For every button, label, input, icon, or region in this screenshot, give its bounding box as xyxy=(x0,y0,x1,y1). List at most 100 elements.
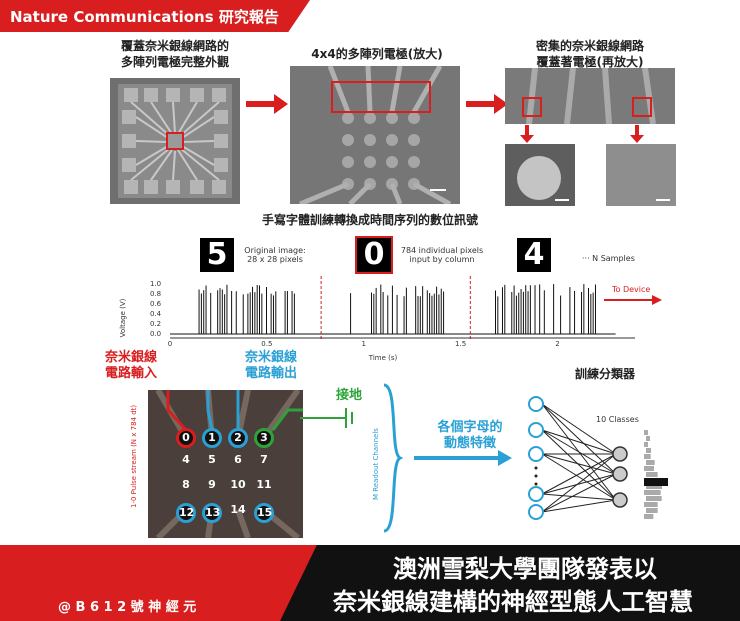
y-tick-label: 1.0 xyxy=(150,280,161,288)
x-tick-label: 1 xyxy=(362,340,366,348)
connection xyxy=(541,429,617,455)
arrow-right-icon xyxy=(246,94,288,114)
connection xyxy=(541,403,617,455)
4x4-electrode-image xyxy=(290,66,460,204)
readout-axis-label: M Readout Channels xyxy=(372,428,380,500)
classifier-title: 訓練分類器 xyxy=(574,367,635,381)
output-bar xyxy=(644,502,658,507)
input-label: 奈米銀線 電路輸入 xyxy=(104,350,157,381)
header-banner: Nature Communications 研究報告 xyxy=(0,0,310,32)
note-n-samples: ··· N Samples xyxy=(582,254,635,263)
note-pixels-by-column: 784 individual pixels input by column xyxy=(400,246,484,264)
electrode-5: 5 xyxy=(208,453,216,466)
output-bar xyxy=(646,496,662,501)
y-tick-label: 0.6 xyxy=(150,300,162,308)
electrode-9: 9 xyxy=(208,478,216,491)
arrow-down-icon xyxy=(520,125,534,143)
note-original-image: Original image: 28 x 28 pixels xyxy=(244,246,306,264)
footer-headline-2: 奈米銀線建構的神經型態人工智慧 xyxy=(333,588,693,616)
nanowire-electrode-closeup-image xyxy=(505,144,575,206)
caption-full-view: 覆蓋奈米銀線網路的 多陣列電極完整外觀 xyxy=(120,39,229,69)
header-title: Nature Communications 研究報告 xyxy=(10,8,279,26)
caption-4x4: 4x4的多陣列電極(放大) xyxy=(311,47,443,61)
connection xyxy=(541,453,617,495)
output-neuron xyxy=(612,466,628,482)
output-bar xyxy=(644,490,661,495)
arrow-right-icon xyxy=(466,94,508,114)
nanowire-zoom-image xyxy=(505,68,675,124)
encoding-title: 手寫字體訓練轉換成時間序列的數位訊號 xyxy=(261,213,478,227)
electrode-11: 11 xyxy=(256,478,272,491)
electrode-6: 6 xyxy=(234,453,242,466)
arrow-down-icon xyxy=(630,125,644,143)
input-neuron xyxy=(528,396,544,412)
electrode-3: 3 xyxy=(254,428,274,448)
x-tick-label: 0 xyxy=(168,340,172,348)
y-tick-label: 0.0 xyxy=(150,330,161,338)
connection xyxy=(541,473,617,495)
electrode-0: 0 xyxy=(176,428,196,448)
feature-label: 各個字母的 動態特徵 xyxy=(437,420,503,451)
connection xyxy=(541,453,617,501)
electrode-1: 1 xyxy=(202,428,222,448)
output-label: 奈米銀線 電路輸出 xyxy=(244,350,297,381)
output-bar xyxy=(646,460,655,465)
footer-headline-box xyxy=(280,545,740,621)
output-neuron xyxy=(612,492,628,508)
electrode-array-image xyxy=(110,78,240,204)
winning-class-bar xyxy=(644,478,668,486)
electrode-7: 7 xyxy=(260,453,268,466)
electrode-2: 2 xyxy=(228,428,248,448)
output-bar xyxy=(646,472,658,477)
input-neuron xyxy=(528,504,544,520)
connection xyxy=(541,403,617,475)
electrode-8: 8 xyxy=(182,478,190,491)
connection xyxy=(541,429,617,475)
y-axis-label: Voltage (V) xyxy=(119,298,127,337)
classes-label: 10 Classes xyxy=(596,415,639,424)
x-tick-label: 1.5 xyxy=(455,340,466,348)
x-tick-label: 0.5 xyxy=(261,340,272,348)
connection xyxy=(541,493,617,501)
electrode-10: 10 xyxy=(230,478,246,491)
output-bar xyxy=(646,508,658,513)
electrode-13: 13 xyxy=(202,503,222,523)
output-bar xyxy=(644,466,654,471)
connection xyxy=(541,499,617,513)
connection xyxy=(541,453,617,513)
electrode-14: 14 xyxy=(230,503,246,516)
ground-label: 接地 xyxy=(336,388,363,403)
x-tick-label: 2 xyxy=(555,340,559,348)
nanowire-network-closeup-image xyxy=(606,144,676,206)
output-bar xyxy=(646,436,650,441)
electrode-12: 12 xyxy=(176,503,196,523)
pulse-stream-axis-label: 1-0 Pulse stream (N x 784 dt) xyxy=(130,404,138,508)
input-neuron xyxy=(528,486,544,502)
electrode-4: 4 xyxy=(182,453,190,466)
connection xyxy=(541,429,617,501)
x-axis-label: Time (s) xyxy=(368,354,398,362)
caption-zoom: 密集的奈米銀線網路 覆蓋著電極(再放大) xyxy=(535,39,644,69)
output-neuron xyxy=(612,446,628,462)
output-bar xyxy=(644,430,648,435)
digit-image-0: 0 xyxy=(355,236,393,274)
footer-headline-1: 澳洲雪梨大學團隊發表以 xyxy=(393,555,657,583)
input-neuron xyxy=(528,446,544,462)
output-bar xyxy=(644,514,654,519)
arrow-right-icon xyxy=(414,450,512,466)
output-bar xyxy=(644,454,651,459)
ellipsis-dot xyxy=(534,482,538,486)
footer-credit: @ B 6 1 2 號 神 經 元 xyxy=(58,600,197,615)
ellipsis-dot xyxy=(534,474,538,478)
y-tick-label: 0.2 xyxy=(150,320,161,328)
ellipsis-dot xyxy=(534,466,538,470)
output-bar xyxy=(644,442,648,447)
digit-image-5: 5 xyxy=(200,238,234,272)
electrode-15: 15 xyxy=(254,503,274,523)
arrow-right-icon xyxy=(604,295,662,305)
electrode-network-image xyxy=(148,388,303,541)
y-tick-label: 0.8 xyxy=(150,290,161,298)
connection xyxy=(541,453,617,475)
